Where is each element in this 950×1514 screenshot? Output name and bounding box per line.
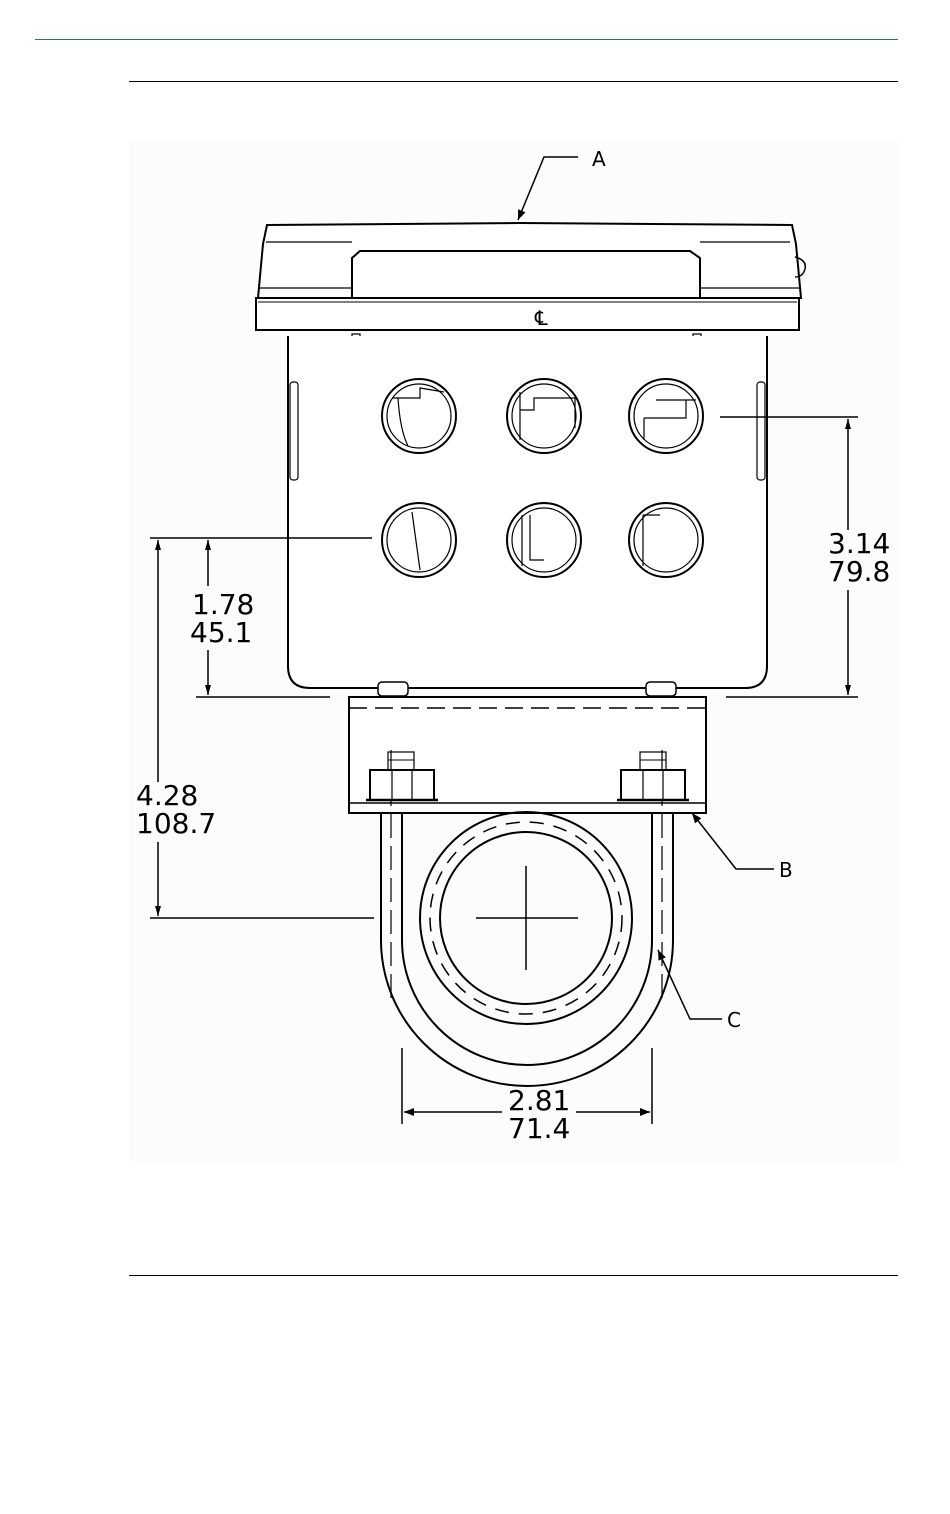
- callout-a-label: A: [592, 147, 606, 171]
- callout-c-label: C: [727, 1008, 741, 1032]
- enclosure-lid: [256, 223, 805, 350]
- dim-4-28-mm: 108.7: [136, 807, 216, 840]
- callout-b-label: B: [779, 858, 793, 882]
- pipe-section: [420, 812, 632, 1024]
- dim-3-14-mm: 79.8: [828, 555, 890, 588]
- centerline-symbol: ℄: [534, 306, 548, 330]
- dim-1-78-mm: 45.1: [190, 616, 252, 649]
- dim-2-81-mm: 71.4: [508, 1112, 570, 1145]
